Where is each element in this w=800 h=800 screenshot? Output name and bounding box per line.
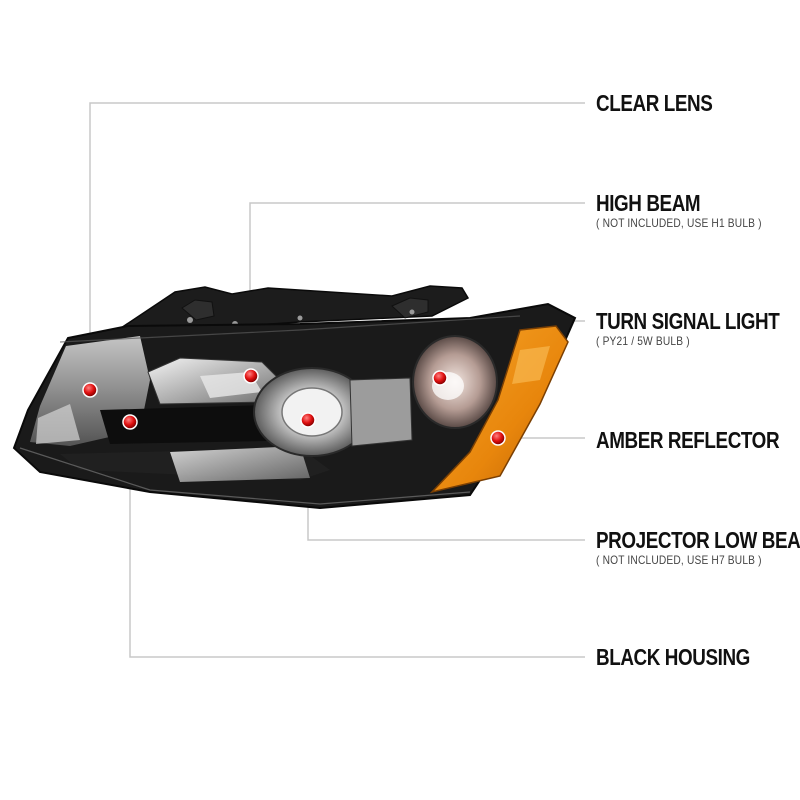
callout-title: PROJECTOR LOW BEAM xyxy=(596,527,800,553)
marker-housing xyxy=(122,414,138,430)
marker-projector xyxy=(300,412,316,428)
callout-clear-lens: CLEAR LENS xyxy=(596,90,738,116)
marker-high-beam xyxy=(243,368,259,384)
callout-subtitle: ( NOT INCLUDED, USE H7 BULB ) xyxy=(596,553,762,567)
callout-title: AMBER REFLECTOR xyxy=(596,427,780,453)
callout-title: HIGH BEAM xyxy=(596,190,701,216)
marker-amber-reflector xyxy=(490,430,506,446)
callout-high-beam: HIGH BEAM ( NOT INCLUDED, USE H1 BULB ) xyxy=(596,190,791,230)
callout-amber-reflector: AMBER REFLECTOR xyxy=(596,427,800,453)
callout-title: BLACK HOUSING xyxy=(596,644,750,670)
markers xyxy=(82,368,506,446)
headlight-image xyxy=(12,285,577,510)
callout-turn-signal: TURN SIGNAL LIGHT ( PY21 / 5W BULB ) xyxy=(596,308,800,348)
callout-projector-low-beam: PROJECTOR LOW BEAM ( NOT INCLUDED, USE H… xyxy=(596,527,800,567)
callout-subtitle: ( NOT INCLUDED, USE H1 BULB ) xyxy=(596,216,762,230)
marker-clear-lens xyxy=(82,382,98,398)
leader-clear-lens xyxy=(89,102,585,388)
callout-title: CLEAR LENS xyxy=(596,90,713,116)
callout-black-housing: BLACK HOUSING xyxy=(596,644,784,670)
leader-housing xyxy=(129,422,585,658)
mounting-bracket xyxy=(115,285,470,331)
callout-subtitle: ( PY21 / 5W BULB ) xyxy=(596,334,690,348)
callout-title: TURN SIGNAL LIGHT xyxy=(596,308,780,334)
marker-turn-signal xyxy=(432,370,448,386)
